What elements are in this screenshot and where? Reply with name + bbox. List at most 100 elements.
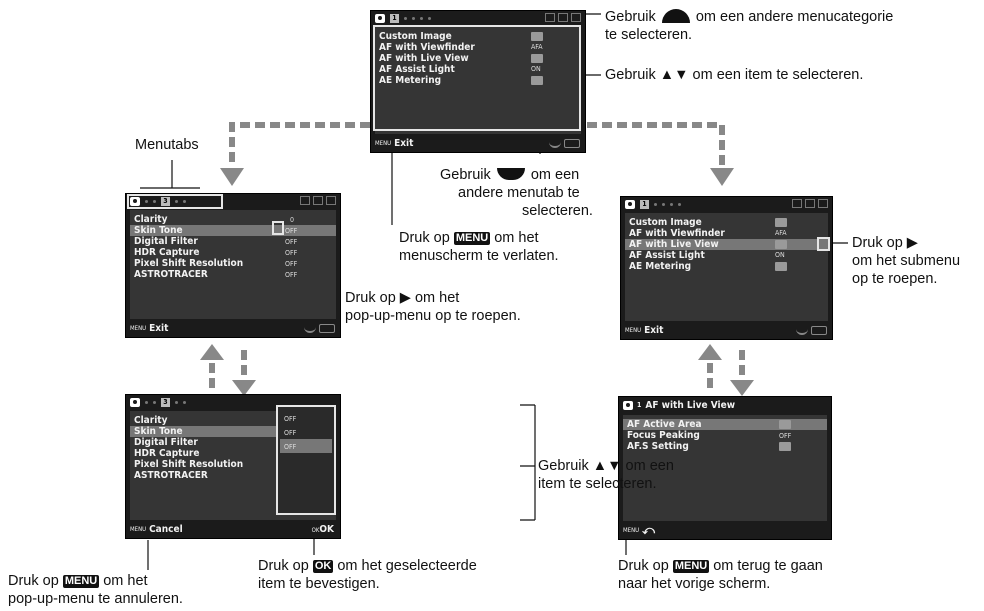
dial-icon xyxy=(304,327,316,333)
dial-icon xyxy=(811,326,827,335)
menu-screen-top: 1 Custom Image AF with Viewfinder AF wit… xyxy=(370,10,586,153)
tab-dot[interactable] xyxy=(670,202,673,206)
menu-item[interactable]: AF Assist Light xyxy=(629,250,705,261)
menu-item[interactable]: Custom Image xyxy=(379,31,452,42)
value-text: OFF xyxy=(285,238,298,246)
dashed-connector-right xyxy=(587,122,725,165)
tab-dot[interactable] xyxy=(175,199,178,203)
movie-icon[interactable] xyxy=(792,199,802,208)
value-text: AFA xyxy=(775,229,787,237)
menu-item[interactable]: Custom Image xyxy=(629,217,702,228)
menu-key-label: MENU xyxy=(625,327,642,334)
label-text: Druk op xyxy=(618,558,669,574)
arrow-highlight xyxy=(817,237,830,251)
back-arrow-icon[interactable]: ⤺ xyxy=(642,523,655,537)
label-exit-2: menuscherm te verlaten. xyxy=(399,248,559,264)
menu-item[interactable]: AF Assist Light xyxy=(379,64,455,75)
tab-dot[interactable] xyxy=(183,199,186,203)
movie-icon[interactable] xyxy=(545,13,555,22)
category-icons xyxy=(792,199,828,208)
tab-dot[interactable] xyxy=(420,16,423,20)
menu-item[interactable]: Skin Tone xyxy=(134,426,183,437)
menu-item[interactable]: AF with Live View xyxy=(629,239,719,250)
ok-label: OK xyxy=(319,524,334,535)
menu-item[interactable]: AF with Viewfinder xyxy=(629,228,725,239)
af-icon xyxy=(779,442,791,451)
selection-bar xyxy=(130,225,336,236)
menu-item[interactable]: Pixel Shift Resolution xyxy=(134,459,244,470)
arrow-up-left xyxy=(200,344,224,360)
tab-dot[interactable] xyxy=(662,202,665,206)
menu-item[interactable]: Digital Filter xyxy=(134,437,198,448)
menu-item[interactable]: ASTROTRACER xyxy=(134,269,208,280)
tab-dot[interactable] xyxy=(153,400,156,404)
tab-dot[interactable] xyxy=(404,16,407,20)
menu-item[interactable]: Skin Tone xyxy=(134,225,183,236)
label-cancel-2: pop-up-menu te annuleren. xyxy=(8,591,183,607)
face-detect-icon xyxy=(775,240,787,249)
label-submenu-2: om het submenu xyxy=(852,253,961,269)
label-popup-select: Gebruik ▲▼ om een xyxy=(538,458,674,474)
tab-number[interactable]: 1 xyxy=(390,13,399,23)
camera-tab-icon[interactable] xyxy=(625,199,635,209)
exit-label[interactable]: Exit xyxy=(644,325,664,336)
tab-number[interactable]: 3 xyxy=(161,196,170,206)
dial-icon xyxy=(319,324,335,333)
dial-icon xyxy=(549,142,561,148)
ok-footer[interactable]: OKOK xyxy=(312,524,334,535)
value-text: OFF xyxy=(285,227,298,235)
label-exit: Druk op MENU om het xyxy=(399,229,539,247)
dashed-connector-left xyxy=(229,122,370,165)
tab-dot[interactable] xyxy=(153,199,156,203)
tab-dot[interactable] xyxy=(678,202,681,206)
menu-item[interactable]: ASTROTRACER xyxy=(134,470,208,481)
label-submenu-3: op te roepen. xyxy=(852,271,938,287)
wrench-icon[interactable] xyxy=(326,196,336,205)
tab-dot[interactable] xyxy=(654,202,657,206)
dial-icon xyxy=(796,329,808,335)
cancel-label[interactable]: Cancel xyxy=(149,524,183,535)
wrench-icon[interactable] xyxy=(818,199,828,208)
label-text: om terug te gaan xyxy=(713,558,823,574)
playback-icon[interactable] xyxy=(558,13,568,22)
tab-dot[interactable] xyxy=(145,199,148,203)
menu-item[interactable]: AF with Live View xyxy=(379,53,469,64)
menu-item[interactable]: Pixel Shift Resolution xyxy=(134,258,244,269)
menu-item[interactable]: AE Metering xyxy=(629,261,692,272)
popup-option[interactable]: OFF xyxy=(284,443,297,451)
tab-dot[interactable] xyxy=(428,16,431,20)
selection-bar xyxy=(623,419,827,430)
submenu-item[interactable]: AF Active Area xyxy=(627,419,702,430)
submenu-item[interactable]: AF.S Setting xyxy=(627,441,689,452)
camera-tab-icon[interactable] xyxy=(130,397,140,407)
dial-icon xyxy=(496,168,525,180)
submenu-item[interactable]: Focus Peaking xyxy=(627,430,700,441)
wrench-icon[interactable] xyxy=(571,13,581,22)
menu-item[interactable]: HDR Capture xyxy=(134,247,200,258)
tab-dot[interactable] xyxy=(145,400,148,404)
exit-label[interactable]: Exit xyxy=(149,323,169,334)
popup-option[interactable]: OFF xyxy=(284,429,297,437)
menu-item[interactable]: Digital Filter xyxy=(134,236,198,247)
menu-item[interactable]: HDR Capture xyxy=(134,448,200,459)
tab-dot[interactable] xyxy=(175,400,178,404)
playback-icon[interactable] xyxy=(313,196,323,205)
menu-item[interactable]: AF with Viewfinder xyxy=(379,42,475,53)
tab-dot[interactable] xyxy=(183,400,186,404)
tab-number[interactable]: 3 xyxy=(161,397,170,407)
custom-image-icon xyxy=(531,32,543,41)
menu-item[interactable]: Clarity xyxy=(134,214,168,225)
tab-dot[interactable] xyxy=(412,16,415,20)
movie-icon[interactable] xyxy=(300,196,310,205)
menu-item[interactable]: Clarity xyxy=(134,415,168,426)
camera-tab-icon[interactable] xyxy=(130,196,140,206)
tab-number[interactable]: 1 xyxy=(640,199,649,209)
exit-label[interactable]: Exit xyxy=(394,138,414,149)
popup-option[interactable]: OFF xyxy=(284,415,297,423)
camera-tab-icon[interactable] xyxy=(375,13,385,23)
playback-icon[interactable] xyxy=(805,199,815,208)
menu-item[interactable]: AE Metering xyxy=(379,75,442,86)
